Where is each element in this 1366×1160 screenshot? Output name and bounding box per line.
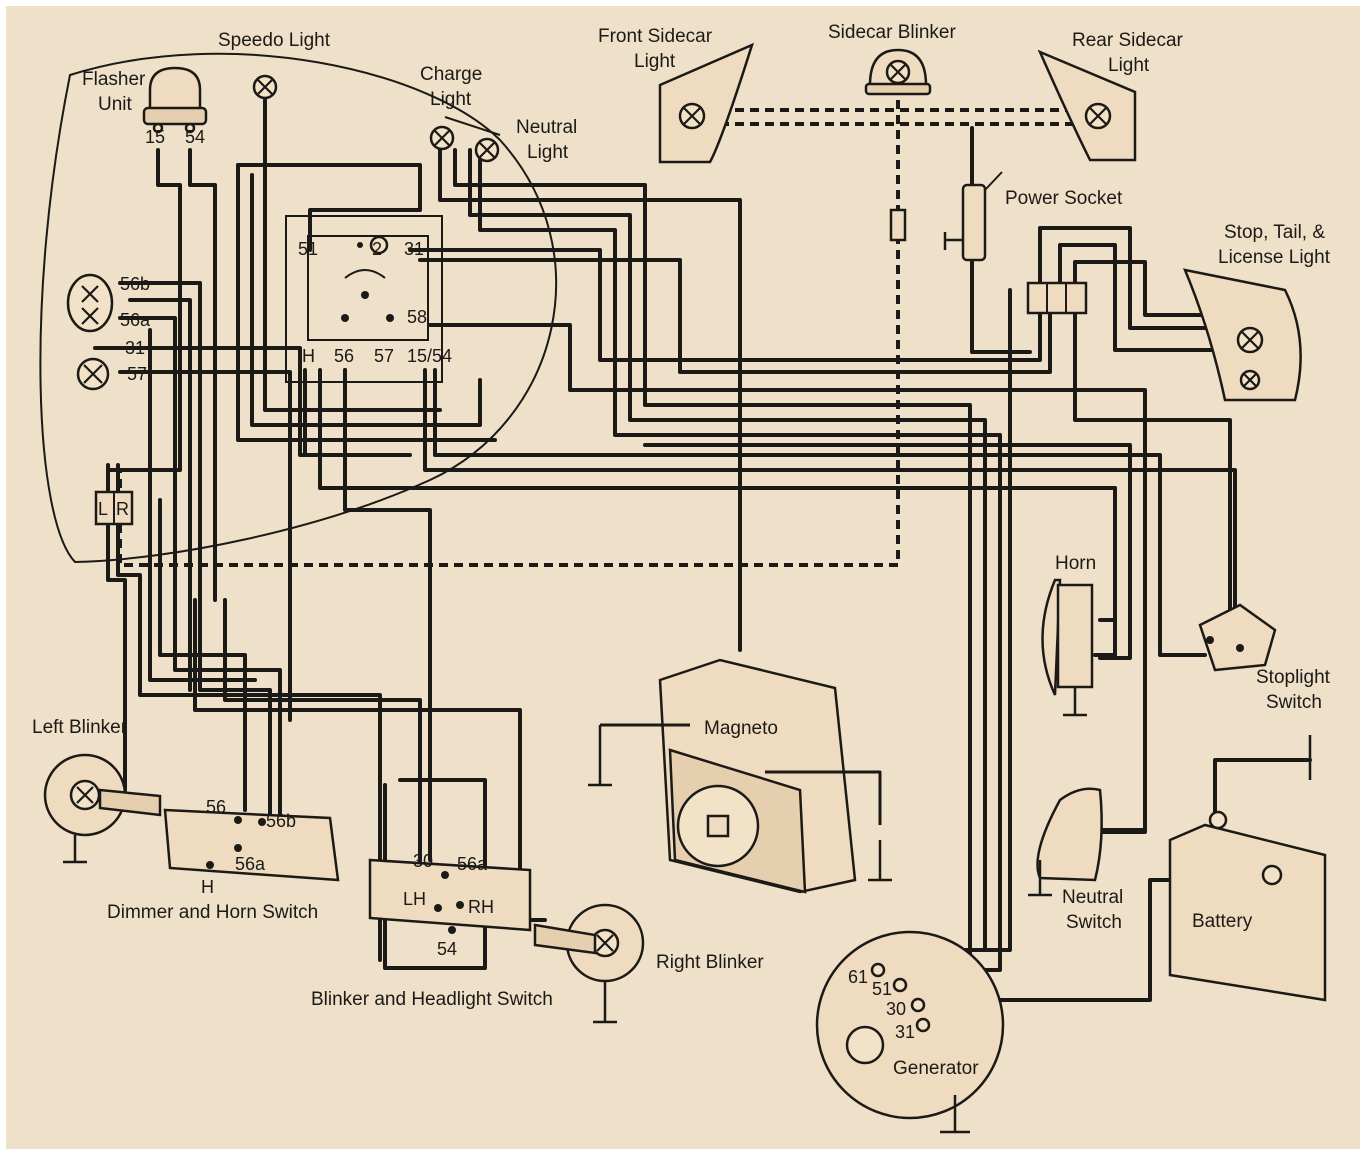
terminal-label: 56 bbox=[334, 346, 354, 366]
left-blinker bbox=[43, 753, 162, 864]
terminal-label: 51 bbox=[872, 979, 892, 999]
battery bbox=[1168, 735, 1327, 1002]
terminal-label: H bbox=[201, 877, 214, 897]
stoplight-switch bbox=[1198, 603, 1277, 672]
warning-light-bracket bbox=[444, 116, 501, 136]
neutral-switch bbox=[1028, 787, 1103, 897]
neutral-light-label-2: Light bbox=[527, 142, 569, 163]
terminal-label: 54 bbox=[185, 127, 205, 147]
charge-light-label-1: Charge bbox=[420, 64, 482, 85]
blinker-headlight-switch-label: Blinker and Headlight Switch bbox=[311, 989, 553, 1010]
neutral-switch-label-1: Neutral bbox=[1062, 887, 1123, 908]
neutral-switch-label-2: Switch bbox=[1066, 912, 1122, 933]
generator bbox=[815, 930, 1005, 1134]
terminal-label: 56 bbox=[206, 797, 226, 817]
terminal-label: 56b bbox=[266, 811, 296, 831]
terminal-label: 15 bbox=[145, 127, 165, 147]
headlamp-bulbs bbox=[66, 273, 114, 391]
sidecar-blinker-label: Sidecar Blinker bbox=[828, 22, 956, 43]
speedo-light-bulb bbox=[252, 74, 278, 100]
front-sidecar-light-label-2: Light bbox=[634, 51, 676, 72]
terminal-label: 15/54 bbox=[407, 346, 452, 366]
terminal-label: 31 bbox=[895, 1022, 915, 1042]
terminal-label: 61 bbox=[848, 967, 868, 987]
stop-tail-light-label-2: License Light bbox=[1218, 247, 1331, 268]
terminal-label: 31 bbox=[404, 239, 424, 259]
regulator-box bbox=[285, 215, 443, 383]
neutral-light-bulb bbox=[474, 137, 500, 163]
battery-label: Battery bbox=[1192, 911, 1253, 932]
blinker-headlight-switch bbox=[368, 858, 532, 934]
terminal-label: LH bbox=[403, 889, 426, 909]
terminal-label: RH bbox=[468, 897, 494, 917]
right-blinker-label: Right Blinker bbox=[656, 952, 764, 973]
rear-sidecar-light bbox=[1037, 49, 1137, 162]
stoplight-switch-label-2: Switch bbox=[1266, 692, 1322, 713]
charge-light-bulb bbox=[429, 125, 455, 151]
rear-sidecar-light-label-1: Rear Sidecar bbox=[1072, 30, 1184, 51]
sidecar-fuse bbox=[889, 208, 907, 242]
terminal-label: R bbox=[116, 499, 129, 519]
speedo-light-label: Speedo Light bbox=[218, 30, 331, 51]
terminal-label: 56a bbox=[457, 854, 488, 874]
terminal-label: 30 bbox=[413, 851, 433, 871]
terminal-label: 54 bbox=[437, 939, 457, 959]
headlamp-shell-outline bbox=[39, 52, 557, 564]
power-socket-label: Power Socket bbox=[1005, 188, 1123, 209]
lr-block bbox=[94, 490, 134, 526]
stop-tail-license-light bbox=[1182, 268, 1302, 402]
terminal-label: 51 bbox=[298, 239, 318, 259]
terminal-label: H bbox=[302, 346, 315, 366]
terminal-label: 2 bbox=[372, 239, 382, 259]
terminal-label: 56a bbox=[235, 854, 266, 874]
horn bbox=[1041, 578, 1094, 717]
terminal-label: 57 bbox=[127, 364, 147, 384]
flasher-unit bbox=[142, 66, 208, 134]
generator-label: Generator bbox=[893, 1058, 979, 1079]
terminal-label: 56a bbox=[120, 310, 151, 330]
stoplight-switch-label-1: Stoplight bbox=[1256, 667, 1331, 688]
wire-harness bbox=[93, 98, 1312, 1002]
terminal-label: L bbox=[98, 499, 108, 519]
left-blinker-label: Left Blinker bbox=[32, 717, 128, 738]
neutral-light-label-1: Neutral bbox=[516, 117, 577, 138]
magneto-label: Magneto bbox=[704, 718, 778, 739]
front-sidecar-light bbox=[658, 42, 755, 164]
right-blinker bbox=[533, 903, 645, 1024]
power-socket bbox=[943, 171, 1003, 262]
terminal-label: 58 bbox=[407, 307, 427, 327]
flasher-unit-label-1: Flasher bbox=[82, 69, 146, 90]
stop-tail-light-label-1: Stop, Tail, & bbox=[1224, 222, 1325, 243]
charge-light-label-2: Light bbox=[430, 89, 472, 110]
horn-label: Horn bbox=[1055, 553, 1096, 574]
terminal-label: 56b bbox=[120, 274, 150, 294]
front-sidecar-light-label-1: Front Sidecar bbox=[598, 26, 713, 47]
dimmer-horn-switch-label: Dimmer and Horn Switch bbox=[107, 902, 318, 923]
terminal-label: 31 bbox=[125, 338, 145, 358]
connector-block bbox=[1026, 281, 1088, 315]
terminal-label: 30 bbox=[886, 999, 906, 1019]
flasher-unit-label-2: Unit bbox=[98, 94, 133, 115]
rear-sidecar-light-label-2: Light bbox=[1108, 55, 1150, 76]
paper-background bbox=[6, 6, 1360, 1149]
magneto bbox=[588, 658, 892, 894]
sidecar-blinker bbox=[864, 48, 932, 96]
dimmer-horn-switch bbox=[163, 808, 340, 882]
terminal-label: 57 bbox=[374, 346, 394, 366]
